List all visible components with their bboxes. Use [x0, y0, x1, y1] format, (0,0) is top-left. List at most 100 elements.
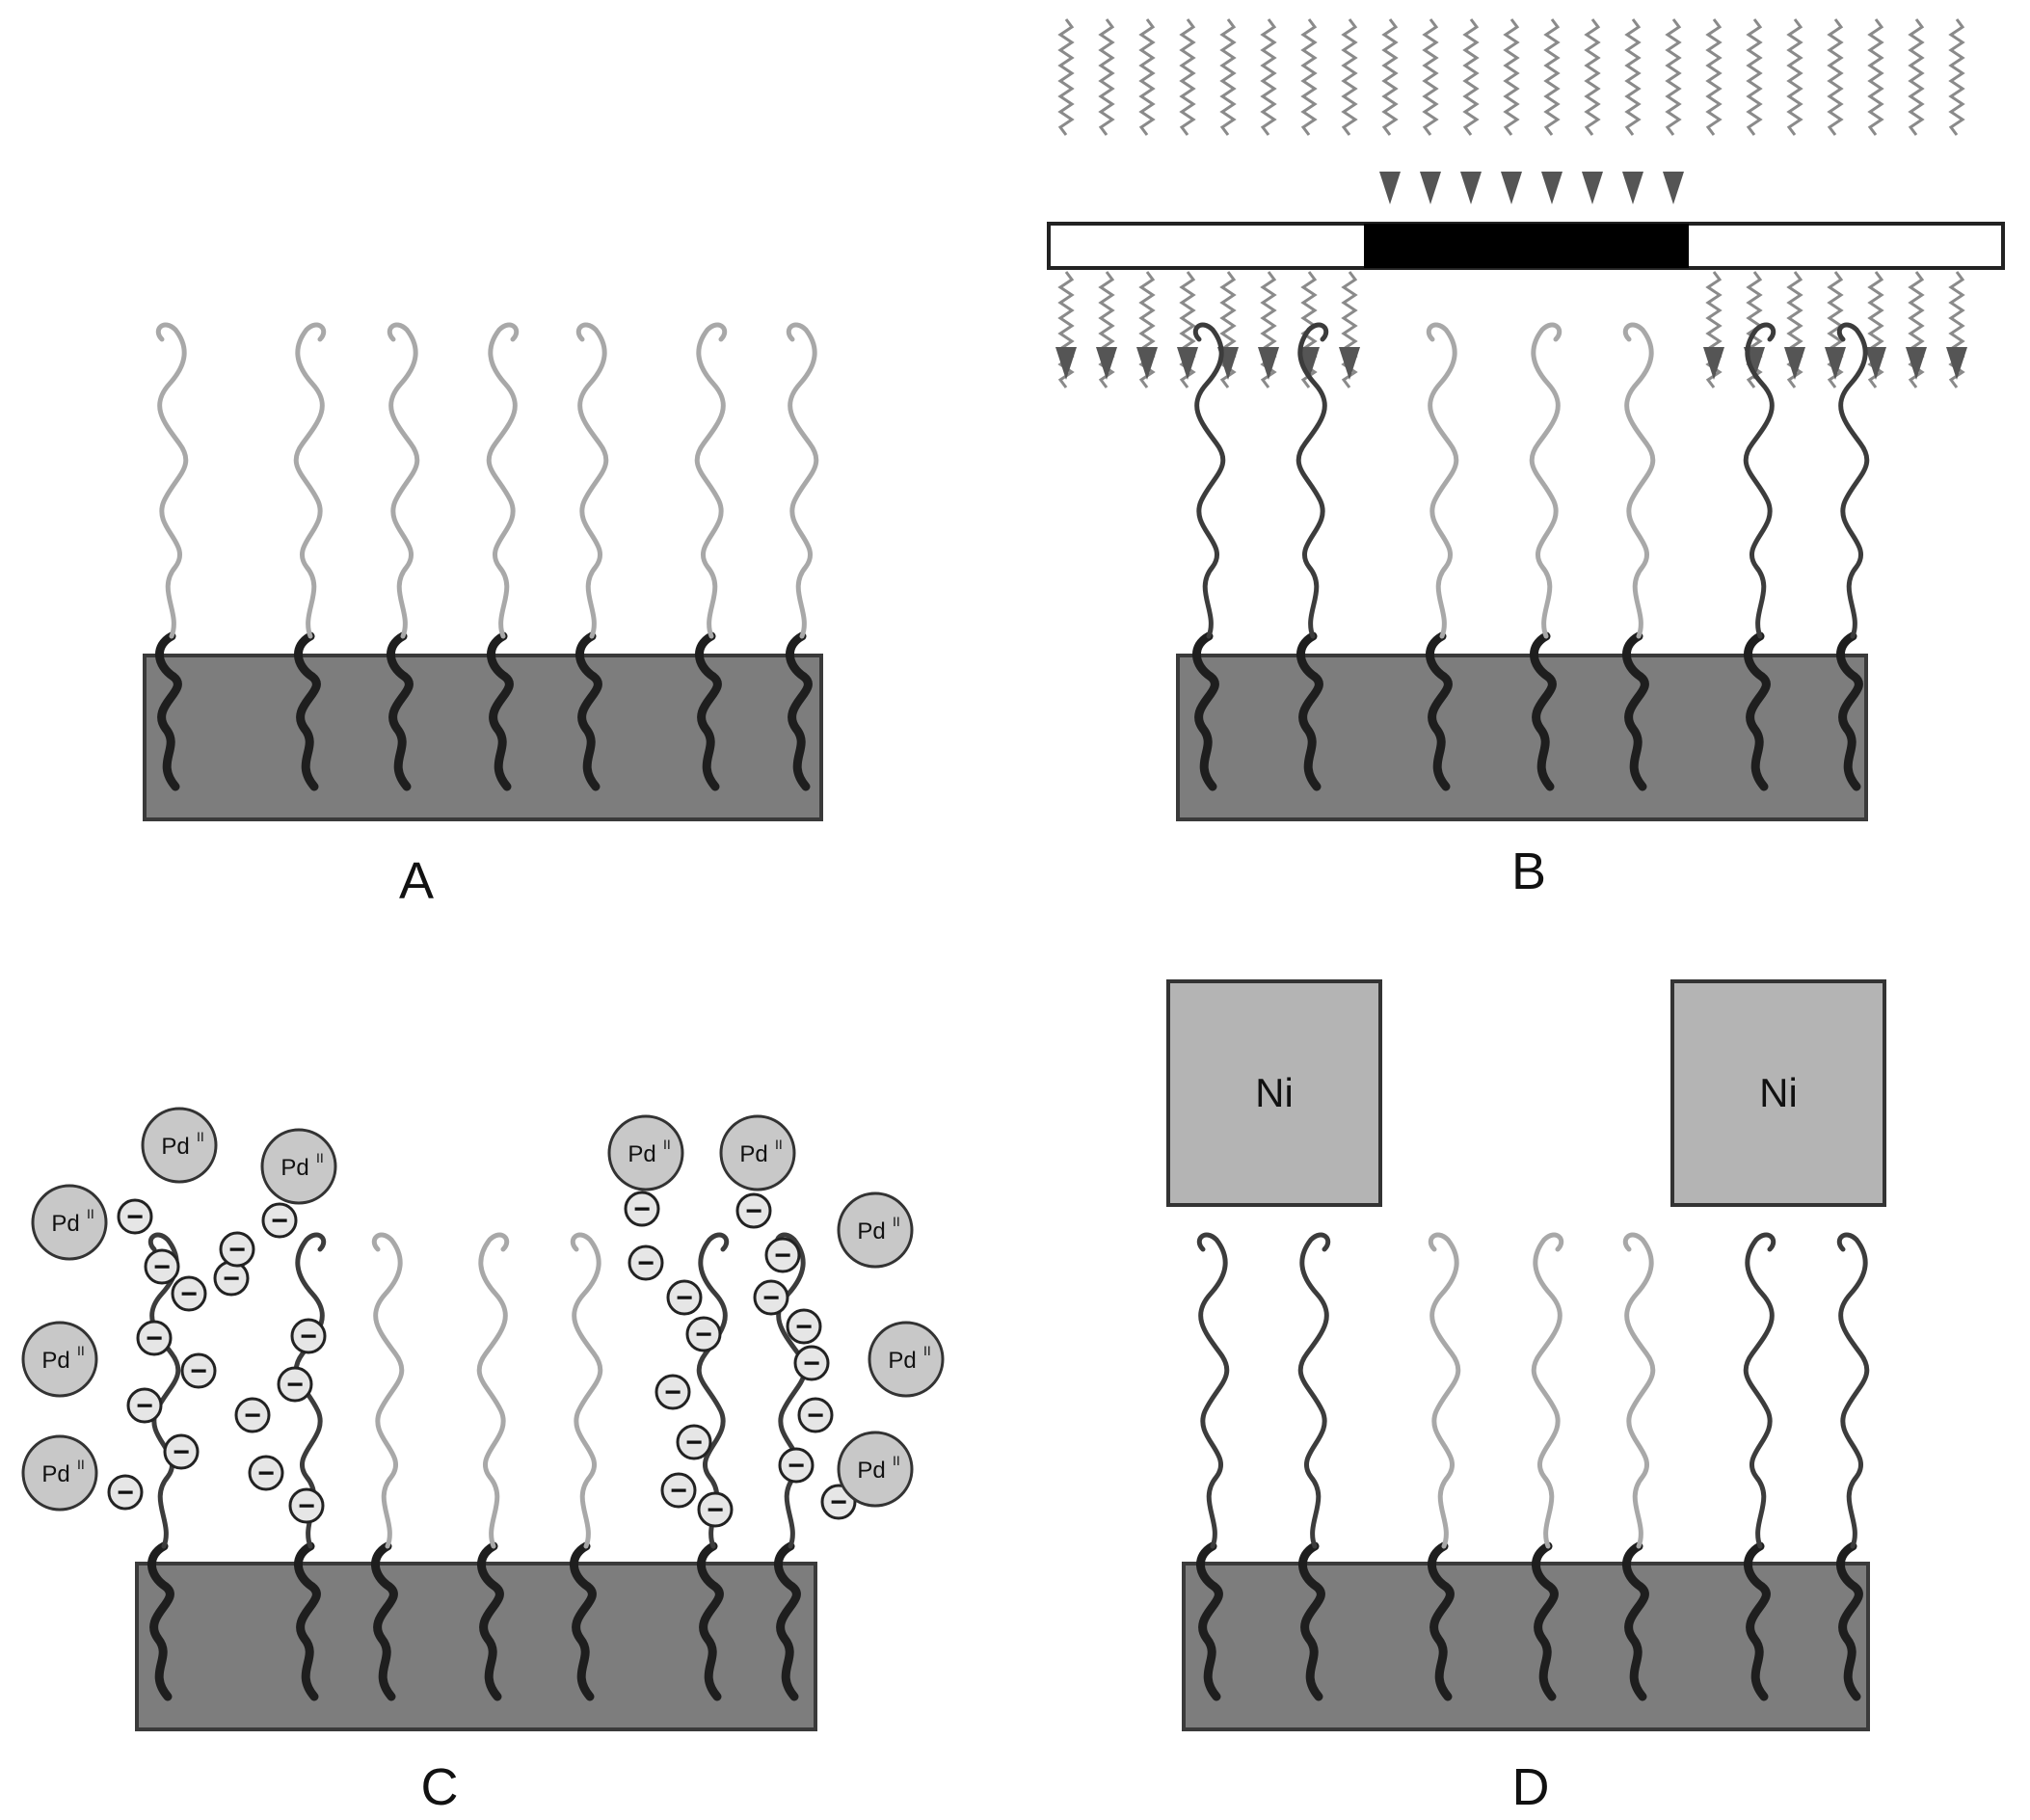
uv-ray	[1180, 17, 1195, 137]
uv-ray	[1220, 17, 1236, 137]
substrate-c	[135, 1562, 817, 1731]
anion-charge-circle	[753, 1279, 789, 1316]
anion-charge-symbol: −	[126, 1201, 144, 1233]
palladium-ion-oxidation-state: II	[663, 1137, 671, 1152]
b-chain-tail	[1195, 325, 1223, 636]
uv-ray	[1099, 17, 1114, 137]
palladium-ion-label: Pd	[51, 1211, 79, 1237]
anion-charge-symbol: −	[788, 1450, 805, 1482]
anion-charge-symbol: −	[286, 1369, 304, 1401]
anion-charge-symbol: −	[146, 1323, 163, 1354]
anion-charge-symbol: −	[803, 1348, 820, 1379]
anion-charge-circle	[107, 1474, 144, 1511]
uv-ray	[1828, 17, 1843, 137]
anion-charge-symbol: −	[830, 1486, 847, 1518]
panel-label-d: D	[1512, 1758, 1550, 1816]
b-chain-tail	[1532, 325, 1560, 636]
palladium-ion-oxidation-state: II	[893, 1214, 900, 1229]
ni-block-right	[1670, 979, 1886, 1207]
anion-charge-circle	[234, 1397, 271, 1433]
uv-ray	[1666, 17, 1681, 137]
palladium-ion-label: Pd	[628, 1141, 655, 1167]
palladium-ion-oxidation-state: II	[87, 1206, 94, 1221]
palladium-ion	[260, 1128, 337, 1205]
uv-arrowhead	[1379, 172, 1401, 204]
ni-label-left: Ni	[1255, 1070, 1294, 1115]
palladium-ion	[719, 1114, 796, 1191]
photomask-opaque-region	[1364, 224, 1689, 268]
anion-charge-symbol: −	[298, 1490, 315, 1522]
palladium-ion-label: Pd	[888, 1348, 916, 1374]
b-chain-tail	[1625, 325, 1653, 636]
uv-ray	[1463, 17, 1479, 137]
anion-charge-circle	[778, 1447, 815, 1484]
anion-charge-circle	[219, 1231, 255, 1268]
b-chain-tail	[1429, 325, 1456, 636]
panel-label-b: B	[1511, 843, 1546, 900]
anion-charge-circle	[654, 1374, 691, 1410]
anion-charge-circle	[288, 1487, 325, 1524]
anion-charge-symbol: −	[670, 1475, 687, 1507]
palladium-ion-oxidation-state: II	[893, 1453, 900, 1468]
a-chain-tail	[489, 325, 517, 636]
d-chain-tail	[1625, 1235, 1653, 1546]
palladium-ion-label: Pd	[41, 1461, 69, 1487]
anion-charge-circle	[144, 1248, 180, 1285]
anion-charge-circle	[697, 1491, 734, 1528]
d-chain-tail	[1746, 1235, 1774, 1546]
uv-arrowhead	[1663, 172, 1684, 204]
anion-charge-symbol: −	[762, 1282, 780, 1314]
anion-charge-circle	[261, 1202, 298, 1239]
anion-charge-symbol: −	[271, 1205, 288, 1237]
palladium-ion-label: Pd	[739, 1141, 767, 1167]
uv-arrowhead	[1703, 347, 1724, 380]
anion-charge-symbol: −	[774, 1240, 791, 1271]
uv-ray	[1423, 17, 1438, 137]
uv-arrowhead	[1906, 347, 1927, 380]
palladium-ion-label: Pd	[857, 1218, 885, 1245]
panel-d: Ni Ni D	[1166, 979, 1886, 1816]
anion-charge-symbol: −	[244, 1400, 261, 1432]
uv-ray	[1058, 17, 1074, 137]
anion-charge-circle	[117, 1198, 153, 1235]
ni-label-right: Ni	[1759, 1070, 1798, 1115]
anion-charge-symbol: −	[633, 1193, 651, 1225]
anion-charge-circle	[180, 1352, 217, 1389]
uv-ray	[1787, 17, 1803, 137]
palladium-ion	[31, 1184, 108, 1261]
palladium-ion	[837, 1431, 914, 1508]
uv-ray	[1544, 17, 1560, 137]
uv-arrowhead	[1622, 172, 1643, 204]
anion-charge-symbol: −	[173, 1436, 190, 1468]
palladium-ion	[21, 1434, 98, 1512]
anion-charge-circle	[676, 1424, 712, 1460]
anion-charge-circle	[764, 1237, 801, 1273]
uv-arrowhead	[1460, 172, 1482, 204]
palladium-ion-oxidation-state: II	[77, 1457, 85, 1472]
panel-a: A	[143, 325, 823, 910]
uv-irradiation	[1055, 17, 1967, 389]
d-chain-tail	[1300, 1235, 1328, 1546]
a-chain-tail	[389, 325, 417, 636]
uv-ray	[1504, 17, 1519, 137]
d-chain-tail	[1839, 1235, 1867, 1546]
uv-arrowhead	[1096, 347, 1117, 380]
uv-ray	[1261, 17, 1276, 137]
uv-arrowhead	[1541, 172, 1563, 204]
anion-charge-symbol: −	[664, 1377, 681, 1408]
anion-charge-symbol: −	[180, 1278, 198, 1310]
a-chain-tail	[697, 325, 725, 636]
anion-charge-symbol: −	[117, 1477, 134, 1509]
uv-arrowhead	[1946, 347, 1967, 380]
uv-arrowhead	[1136, 347, 1158, 380]
anion-charge-symbol: −	[223, 1263, 240, 1295]
anion-charge-circle	[786, 1308, 822, 1345]
uv-ray	[1868, 17, 1883, 137]
d-chain-tail	[1534, 1235, 1562, 1546]
uv-arrowhead	[1784, 347, 1805, 380]
anion-charge-circle	[685, 1316, 722, 1352]
anion-charge-symbol: −	[707, 1494, 724, 1526]
anion-charge-circle	[660, 1472, 697, 1509]
palladium-ion-label: Pd	[280, 1155, 308, 1181]
c-chain-tail	[479, 1235, 507, 1546]
